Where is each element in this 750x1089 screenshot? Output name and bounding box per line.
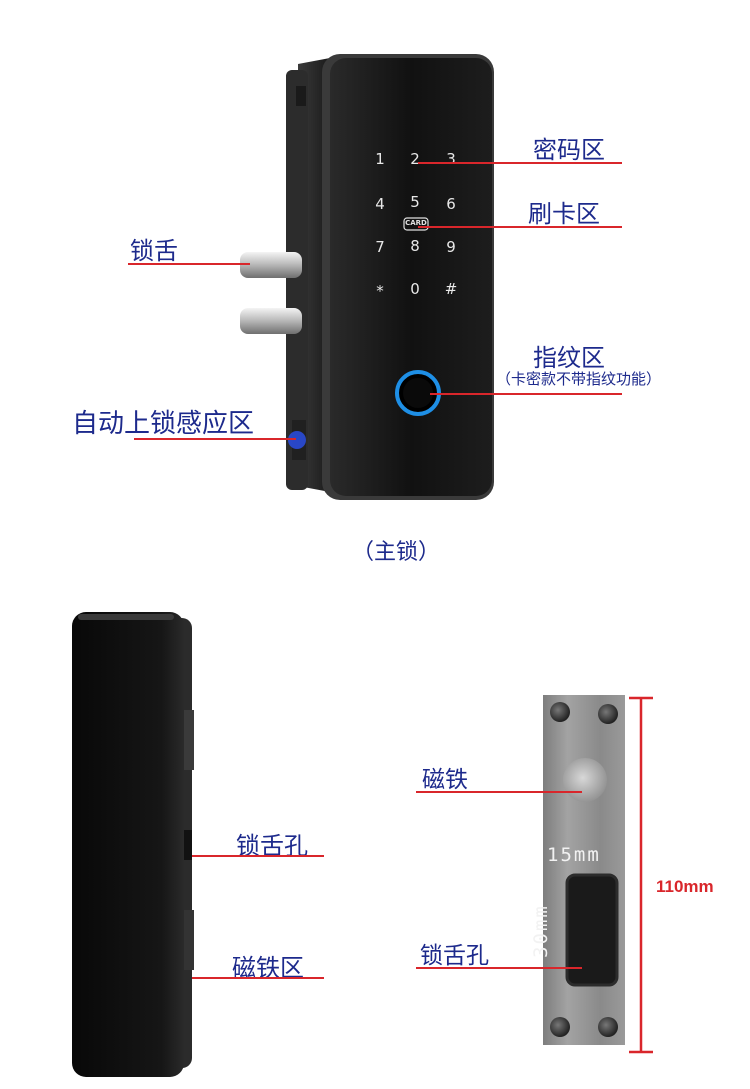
line-lock-tongue xyxy=(128,263,250,265)
line-side-tongue-hole xyxy=(192,855,324,857)
key-hash[interactable]: # xyxy=(444,280,458,298)
line-auto-lock-sensor xyxy=(134,438,296,440)
line-plate-tongue-hole xyxy=(416,967,582,969)
label-card-zone: 刷卡区 xyxy=(528,200,600,228)
strike-plate-illustration xyxy=(543,695,653,1054)
key-7[interactable]: 7 xyxy=(375,238,385,256)
label-plate-tongue-hole: 锁舌孔 xyxy=(420,943,489,969)
key-2[interactable]: 2 xyxy=(410,150,420,168)
main-lock-illustration xyxy=(240,54,494,500)
card-badge-frame xyxy=(403,217,429,231)
key-4[interactable]: 4 xyxy=(375,195,385,213)
label-fingerprint-zone: 指纹区 xyxy=(533,344,605,372)
screw-bottom-right xyxy=(598,1017,618,1037)
side-lock-image: 锁舌孔 磁铁区 xyxy=(0,590,380,1089)
key-8[interactable]: 8 xyxy=(410,237,420,255)
key-9[interactable]: 9 xyxy=(446,238,456,256)
key-5[interactable]: 5 xyxy=(410,193,420,211)
strike-plate-image: 15mm 30mm 110mm 磁铁 锁舌孔 xyxy=(380,590,750,1089)
key-star[interactable]: * xyxy=(376,282,384,300)
key-1[interactable]: 1 xyxy=(375,150,385,168)
card-badge: CARD xyxy=(405,219,427,227)
dimension-length: 110mm xyxy=(656,877,714,896)
label-auto-lock-sensor: 自动上锁感应区 xyxy=(72,409,255,439)
main-lock-caption: （主锁） xyxy=(352,540,441,565)
tongue-hole-slot xyxy=(565,873,619,987)
label-plate-magnet: 磁铁 xyxy=(422,767,468,793)
line-card-zone xyxy=(418,226,622,228)
line-fingerprint-zone xyxy=(430,393,622,395)
lock-bolt-upper xyxy=(240,252,302,278)
screw-bottom-left xyxy=(550,1017,570,1037)
magnet-disc xyxy=(563,758,607,802)
label-password-zone: 密码区 xyxy=(533,136,605,164)
line-password-zone xyxy=(418,162,622,164)
auto-lock-sensor-dot xyxy=(288,431,306,449)
key-3[interactable]: 3 xyxy=(446,150,456,168)
line-side-magnet-zone xyxy=(192,977,324,979)
label-fingerprint-note: （卡密款不带指纹功能） xyxy=(496,370,662,388)
key-6[interactable]: 6 xyxy=(446,195,456,213)
screw-top-right xyxy=(598,704,618,724)
main-lock-image: 1 2 3 4 5 6 7 8 9 * 0 # CARD 密码区 刷卡区 锁舌 … xyxy=(0,0,750,565)
key-0[interactable]: 0 xyxy=(410,280,420,298)
line-plate-magnet xyxy=(416,791,582,793)
side-lock-illustration xyxy=(72,612,194,1077)
label-lock-tongue: 锁舌 xyxy=(130,237,178,265)
dimension-width: 15mm xyxy=(547,844,601,866)
lock-bolt-lower xyxy=(240,308,302,334)
dimension-height: 30mm xyxy=(529,904,552,958)
screw-top-left xyxy=(550,702,570,722)
